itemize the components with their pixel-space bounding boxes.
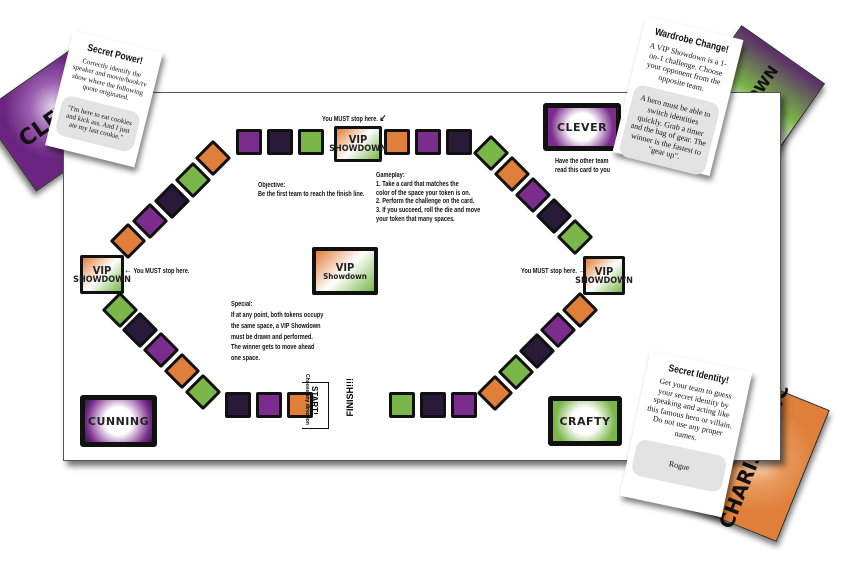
- arrow-right-icon: →: [578, 265, 587, 276]
- board-space-green[interactable]: [389, 392, 415, 418]
- gameplay-step: color of the space your token is on.: [376, 189, 471, 197]
- vip-label: VIP: [594, 264, 614, 278]
- board-space-orange[interactable]: [287, 392, 313, 418]
- arrow-left-icon: ←: [124, 265, 132, 276]
- board-space-purple[interactable]: [256, 392, 282, 418]
- cunning-card-pile[interactable]: CUNNING: [80, 395, 157, 447]
- board-space-orange[interactable]: [384, 129, 410, 155]
- board-space-purple[interactable]: [236, 129, 262, 155]
- gameplay-title: Gameplay:: [376, 172, 405, 179]
- special-title: Special:: [231, 301, 253, 308]
- showdown-label: SHOWDOWN: [329, 144, 387, 154]
- gameplay-section: Gameplay: 1. Take a card that matches th…: [376, 172, 480, 225]
- gameplay-step: 3. If you succeed, roll the die and move: [376, 207, 481, 214]
- must-stop-note-right: You MUST stop here. →: [521, 265, 587, 276]
- must-stop-note-top: You MUST stop here. ↙: [322, 113, 387, 124]
- board-space-dark[interactable]: [267, 129, 293, 155]
- finish-label: FINISH!!!: [345, 378, 355, 417]
- special-line: The winner gets to move ahead: [231, 344, 315, 352]
- vip-label: VIP: [335, 260, 355, 274]
- gameplay-step: 1. Take a card that matches the: [376, 180, 459, 188]
- showdown-label: Showdown: [323, 271, 367, 281]
- board-space-purple[interactable]: [451, 392, 477, 418]
- showdown-label: SHOWDOWN: [73, 274, 131, 285]
- gameplay-step: your token that many spaces.: [376, 215, 455, 223]
- special-section: Special: If at any point, both tokens oc…: [231, 300, 323, 365]
- start-marker: START! Choose any direction: [300, 374, 336, 434]
- arrow-icon: ↙: [379, 113, 387, 124]
- gameplay-step: 2. Perform the challenge on the card.: [376, 198, 475, 206]
- clever-card-pile[interactable]: CLEVER: [543, 103, 621, 151]
- special-line: must be drawn and performed.: [231, 333, 313, 341]
- showdown-label: SHOWDOWN: [575, 275, 633, 286]
- special-line: one space.: [231, 355, 260, 363]
- crafty-card-pile[interactable]: CRAFTY: [548, 396, 622, 446]
- special-line: the same space, a VIP Showdown: [231, 322, 321, 330]
- board-space-purple[interactable]: [415, 129, 441, 155]
- board-space-dark[interactable]: [225, 392, 251, 418]
- objective-title: Objective:: [258, 182, 286, 189]
- board-space-green[interactable]: [298, 129, 324, 155]
- objective-text: Be the first team to reach the finish li…: [258, 190, 365, 198]
- objective-section: Objective: Be the first team to reach th…: [258, 182, 364, 200]
- vip-label: VIP: [348, 133, 368, 146]
- board-space-dark[interactable]: [420, 392, 446, 418]
- vip-label: VIP: [92, 263, 112, 277]
- must-stop-note-left: ← You MUST stop here.: [124, 265, 190, 276]
- special-line: If at any point, both tokens occupy: [231, 311, 324, 319]
- board-space-dark[interactable]: [446, 129, 472, 155]
